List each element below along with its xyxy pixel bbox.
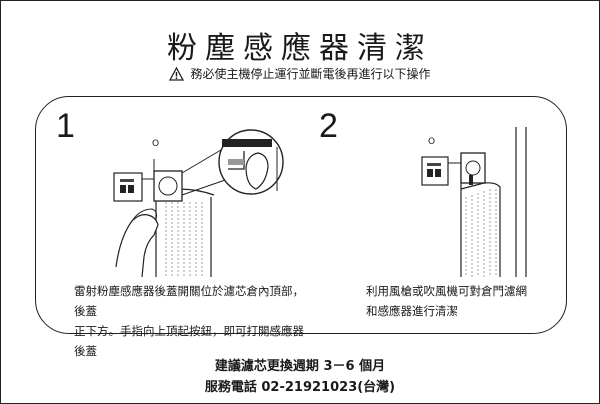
step-2-sensor-label: O	[428, 137, 436, 147]
warning-text: 務必使主機停止運行並斷電後再進行以下操作	[190, 67, 431, 81]
warning-notice: 務必使主機停止運行並斷電後再進行以下操作	[1, 65, 599, 84]
step-2-illustration	[421, 127, 527, 277]
step-2-number: 2	[319, 107, 338, 145]
step-1-text-line-1: 雷射粉塵感應器後蓋開關位於濾芯倉內頂部，後蓋	[74, 284, 304, 318]
filter-replacement-note: 建議濾芯更換週期 3－6 個月	[214, 359, 386, 374]
page-title: 粉塵感應器清潔	[167, 31, 433, 66]
service-phone: 服務電話 02-21921023(台灣)	[204, 380, 396, 395]
step-2-text-line-1: 利用風槍或吹風機可對倉門濾網	[366, 284, 527, 298]
step-1-illustration	[113, 129, 284, 277]
step-2-text-line-2: 和感應器進行清潔	[366, 304, 458, 318]
step-1-text-line-2: 正下方。手指向上頂起按鈕，即可打開感應器後蓋	[74, 324, 304, 358]
step-1-number: 1	[56, 107, 75, 145]
instruction-panel: 1	[35, 96, 567, 358]
step-1-sensor-label: O	[152, 139, 160, 149]
step-1-description: 雷射粉塵感應器後蓋開關位於濾芯倉內頂部，後蓋 正下方。手指向上頂起按鈕，即可打開…	[74, 281, 314, 361]
warning-triangle-icon	[169, 66, 185, 84]
step-2-description: 利用風槍或吹風機可對倉門濾網 和感應器進行清潔	[366, 281, 556, 321]
